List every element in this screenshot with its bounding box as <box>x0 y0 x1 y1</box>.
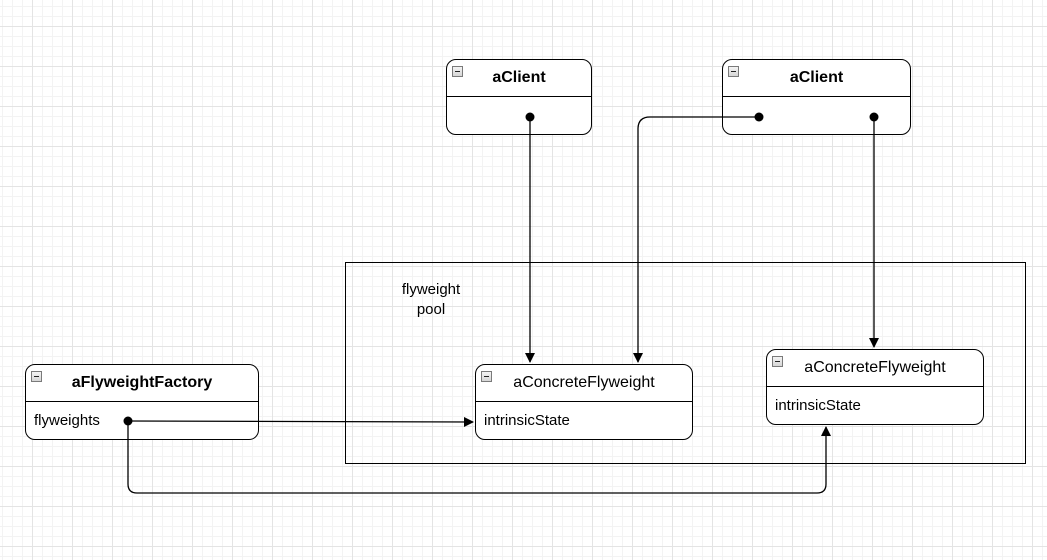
flyweight-field-label: intrinsicState <box>775 396 861 414</box>
edge-client2-to-flyweight1[interactable] <box>633 112 764 363</box>
edge-factory-to-flyweight2[interactable] <box>127 421 831 494</box>
concrete-flyweight-node-1[interactable]: aConcreteFlyweight intrinsicState <box>475 364 693 440</box>
edge-factory-to-flyweight1[interactable] <box>123 416 474 427</box>
edge-line <box>633 116 759 363</box>
flyweight-field-row: intrinsicState <box>476 402 692 438</box>
flyweight-factory-node[interactable]: aFlyweightFactory flyweights <box>25 364 259 440</box>
flyweight-field-row: intrinsicState <box>767 387 983 423</box>
edge-line <box>127 421 831 494</box>
collapse-icon[interactable] <box>31 371 42 382</box>
edge-line <box>127 416 474 427</box>
factory-node-title: aFlyweightFactory <box>71 374 213 391</box>
collapse-icon[interactable] <box>772 356 783 367</box>
flyweight-pool-container[interactable] <box>345 262 1026 464</box>
collapse-icon[interactable] <box>728 66 739 77</box>
client-node-title: aClient <box>492 69 546 86</box>
concrete-flyweight-node-2[interactable]: aConcreteFlyweight intrinsicState <box>766 349 984 425</box>
edge-client2-to-flyweight2[interactable] <box>869 112 879 348</box>
factory-field-row: flyweights <box>26 402 258 438</box>
client-node-title: aClient <box>789 69 844 86</box>
edge-client1-to-flyweight1[interactable] <box>525 112 535 363</box>
flyweight-field-label: intrinsicState <box>484 411 570 429</box>
factory-field-label: flyweights <box>34 411 100 429</box>
collapse-icon[interactable] <box>481 371 492 382</box>
flyweight-node-title: aConcreteFlyweight <box>513 374 655 391</box>
client-node-2[interactable]: aClient <box>722 59 911 135</box>
flyweight-node-title: aConcreteFlyweight <box>804 359 946 376</box>
flyweight-pool-label: flyweight pool <box>401 281 461 318</box>
client-node-1[interactable]: aClient <box>446 59 592 135</box>
collapse-icon[interactable] <box>452 66 463 77</box>
